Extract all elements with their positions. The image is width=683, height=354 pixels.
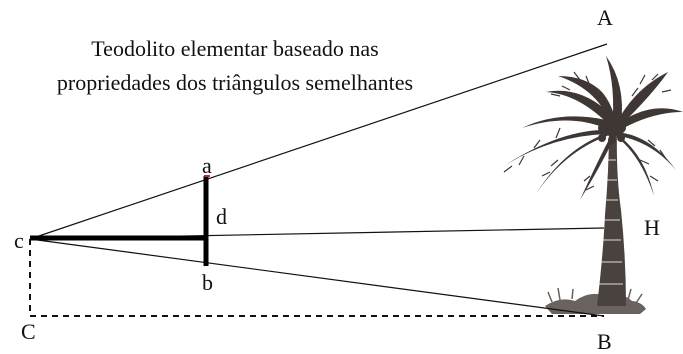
- label-B: B: [597, 329, 612, 354]
- palm-tree-illustration: [498, 56, 683, 314]
- label-d: d: [216, 204, 227, 229]
- geometry-lines: [29, 43, 608, 317]
- label-C: C: [21, 319, 36, 344]
- label-a: a: [202, 153, 212, 178]
- label-H: H: [644, 215, 660, 240]
- theodolite-instrument: [30, 176, 209, 266]
- palm-foliage: [498, 56, 683, 200]
- label-A: A: [597, 5, 613, 30]
- label-c: c: [14, 228, 24, 253]
- diagram-title: Teodolito elementar baseado nas propried…: [0, 32, 470, 100]
- diagram-title-line-2: propriedades dos triângulos semelhantes: [56, 70, 414, 95]
- label-b: b: [202, 270, 213, 295]
- sight-line-c-a: [29, 43, 608, 240]
- diagram-title-line-1: Teodolito elementar baseado nas: [91, 36, 379, 61]
- sight-line-c-b: [29, 238, 605, 317]
